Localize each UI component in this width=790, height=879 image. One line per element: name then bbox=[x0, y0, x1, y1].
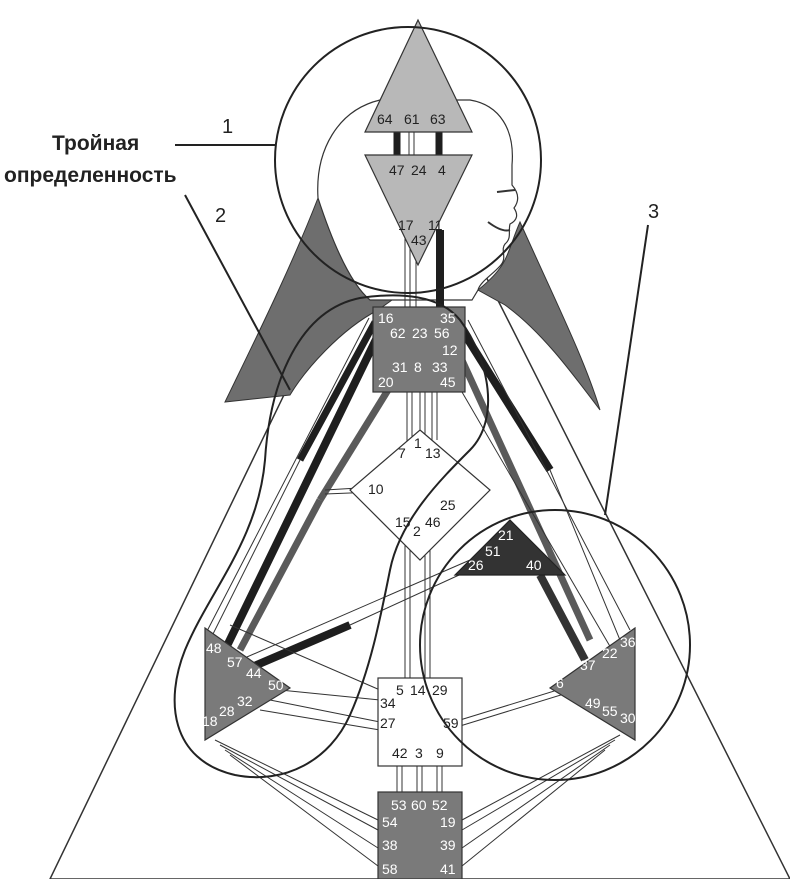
gate-labels: 64 61 63 47 24 4 17 43 11 16 35 62 23 56… bbox=[202, 111, 636, 877]
callout-circle-3 bbox=[419, 509, 691, 781]
gate-12: 12 bbox=[442, 342, 458, 358]
gate-21: 21 bbox=[498, 527, 514, 543]
gate-25: 25 bbox=[440, 497, 456, 513]
gate-54: 54 bbox=[382, 814, 398, 830]
callout-leader-3 bbox=[604, 224, 649, 516]
callout-number-1: 1 bbox=[222, 116, 233, 138]
ego-center bbox=[453, 519, 567, 576]
gate-30: 30 bbox=[620, 710, 636, 726]
callout-number-3: 3 bbox=[648, 201, 659, 223]
gate-44: 44 bbox=[246, 665, 262, 681]
gate-35: 35 bbox=[440, 310, 456, 326]
gate-2: 2 bbox=[413, 523, 421, 539]
gate-37: 37 bbox=[580, 657, 596, 673]
gate-41: 41 bbox=[440, 861, 456, 877]
gate-20: 20 bbox=[378, 374, 394, 390]
gate-7: 7 bbox=[398, 445, 406, 461]
gate-1: 1 bbox=[414, 435, 422, 451]
gate-11: 11 bbox=[428, 217, 443, 233]
gate-63: 63 bbox=[430, 111, 446, 127]
sacral-center bbox=[377, 677, 463, 767]
gate-3: 3 bbox=[415, 745, 423, 761]
spleen-center bbox=[204, 626, 292, 742]
gate-55: 55 bbox=[602, 703, 618, 719]
callout-number-2: 2 bbox=[215, 205, 226, 227]
gate-36: 36 bbox=[620, 634, 636, 650]
gate-61: 61 bbox=[404, 111, 420, 127]
gate-58: 58 bbox=[382, 861, 398, 877]
mouth-line bbox=[487, 221, 511, 232]
gate-62: 62 bbox=[390, 325, 406, 341]
callout-leader-2 bbox=[184, 194, 291, 391]
gate-46: 46 bbox=[425, 514, 441, 530]
gate-15: 15 bbox=[395, 514, 411, 530]
head-center bbox=[364, 18, 473, 133]
gate-40: 40 bbox=[526, 557, 542, 573]
gate-4: 4 bbox=[438, 162, 446, 178]
gate-59: 59 bbox=[443, 715, 459, 731]
gate-6: 6 bbox=[556, 675, 564, 691]
gate-22: 22 bbox=[602, 645, 618, 661]
gate-50: 50 bbox=[268, 677, 284, 693]
gate-64: 64 bbox=[377, 111, 393, 127]
gate-60: 60 bbox=[411, 797, 427, 813]
gate-18: 18 bbox=[202, 713, 218, 729]
gate-56: 56 bbox=[434, 325, 450, 341]
gate-19: 19 bbox=[440, 814, 456, 830]
gate-17: 17 bbox=[398, 217, 414, 233]
gate-29: 29 bbox=[432, 682, 448, 698]
gate-53: 53 bbox=[391, 797, 407, 813]
gate-8: 8 bbox=[414, 359, 422, 375]
gate-9: 9 bbox=[436, 745, 444, 761]
gate-38: 38 bbox=[382, 837, 398, 853]
gate-49: 49 bbox=[585, 695, 601, 711]
gate-33: 33 bbox=[432, 359, 448, 375]
gate-51: 51 bbox=[485, 543, 501, 559]
nose-line bbox=[496, 189, 516, 193]
gate-28: 28 bbox=[219, 703, 235, 719]
gate-47: 47 bbox=[389, 162, 405, 178]
gate-39: 39 bbox=[440, 837, 456, 853]
gate-16: 16 bbox=[378, 310, 394, 326]
gate-57: 57 bbox=[227, 654, 243, 670]
g-center bbox=[349, 429, 491, 561]
silhouette-right-shoulder bbox=[477, 220, 601, 411]
ajna-center bbox=[364, 154, 473, 267]
gate-31: 31 bbox=[392, 359, 408, 375]
callout-outline-2 bbox=[173, 294, 490, 779]
gate-27: 27 bbox=[380, 715, 396, 731]
gate-26: 26 bbox=[468, 557, 484, 573]
gate-48: 48 bbox=[206, 640, 222, 656]
gate-14: 14 bbox=[410, 682, 426, 698]
gate-52: 52 bbox=[432, 797, 448, 813]
root-center bbox=[377, 791, 463, 879]
solar-plexus-center bbox=[548, 626, 636, 742]
gate-43: 43 bbox=[411, 232, 427, 248]
gate-10: 10 bbox=[368, 481, 384, 497]
callout-title-line1: Тройная bbox=[52, 132, 139, 155]
callout-circle-1 bbox=[274, 26, 542, 294]
gate-5: 5 bbox=[396, 682, 404, 698]
gate-32: 32 bbox=[237, 693, 253, 709]
gate-42: 42 bbox=[392, 745, 408, 761]
throat-center bbox=[372, 306, 466, 393]
gate-13: 13 bbox=[425, 445, 441, 461]
gate-45: 45 bbox=[440, 374, 456, 390]
gate-34: 34 bbox=[380, 695, 396, 711]
gate-24: 24 bbox=[411, 162, 427, 178]
callout-title-line2: определенность bbox=[4, 164, 177, 187]
gate-23: 23 bbox=[412, 325, 428, 341]
channels bbox=[204, 132, 631, 867]
